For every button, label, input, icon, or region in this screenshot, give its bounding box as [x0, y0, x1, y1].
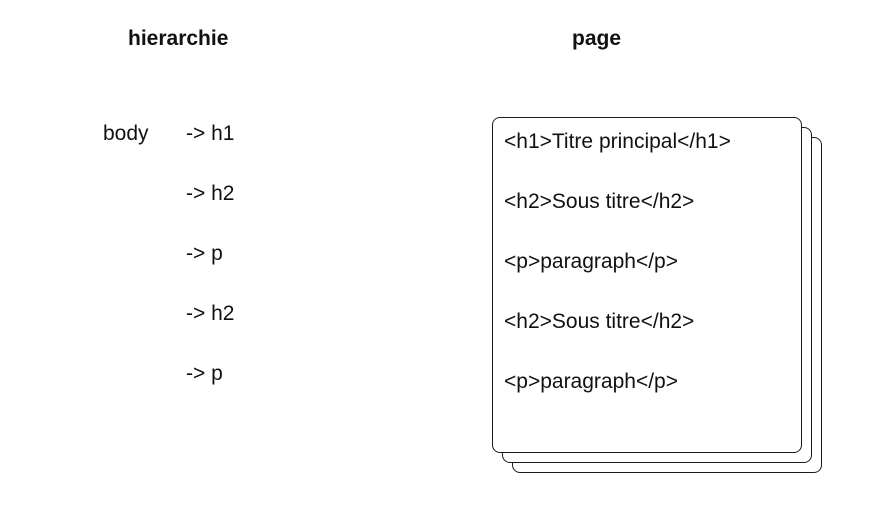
- hierarchy-child-p: -> p: [186, 362, 223, 385]
- hierarchy-root-label: body: [103, 122, 149, 145]
- hierarchy-child-h1: -> h1: [186, 122, 235, 145]
- hierarchy-heading: hierarchie: [128, 27, 229, 50]
- hierarchy-child-h2: -> h2: [186, 302, 235, 325]
- page-line-p: <p>paragraph</p>: [504, 250, 678, 273]
- page-line-p: <p>paragraph</p>: [504, 370, 678, 393]
- page-line-h2: <h2>Sous titre</h2>: [504, 190, 695, 213]
- hierarchy-child-p: -> p: [186, 242, 223, 265]
- hierarchy-child-h2: -> h2: [186, 182, 235, 205]
- page-line-h1: <h1>Titre principal</h1>: [504, 130, 731, 153]
- hierarchy-children-list: -> h1 -> h2 -> p -> h2 -> p: [186, 121, 234, 421]
- page-content-list: <h1>Titre principal</h1> <h2>Sous titre<…: [504, 129, 731, 429]
- page-heading: page: [572, 27, 622, 50]
- page-sheet-front: [492, 117, 802, 453]
- page-line-h2: <h2>Sous titre</h2>: [504, 310, 695, 333]
